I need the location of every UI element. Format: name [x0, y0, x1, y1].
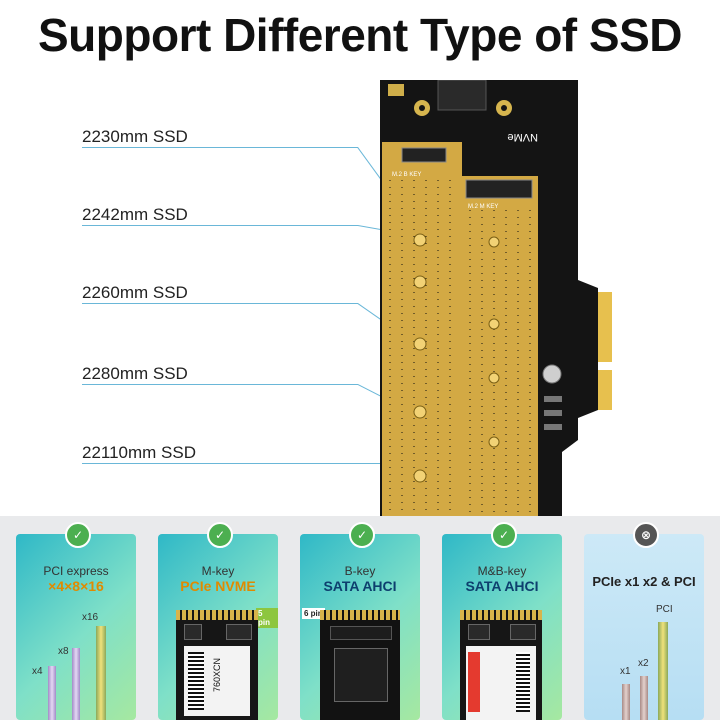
- size-label-22110: 22110mm SSD: [82, 443, 197, 462]
- pci-slot-x16: [96, 626, 106, 720]
- card-mb-key-line2: SATA AHCI: [465, 578, 539, 594]
- size-label-2242: 2242mm SSD: [82, 205, 188, 224]
- supported-check-icon: ✓: [207, 522, 233, 548]
- supported-check-icon: ✓: [65, 522, 91, 548]
- card-mb-key-line1: M&B-key: [477, 564, 527, 578]
- ssd-label-text: 760XCN: [212, 657, 222, 692]
- pcie-gold-fingers: [598, 292, 612, 410]
- card-m-key-line2: PCIe NVME: [180, 578, 256, 594]
- card-mb-key: M&B-key SATA AHCI: [442, 534, 562, 720]
- unsupported-x-icon: ⊗: [633, 522, 659, 548]
- slot-label-x16: x16: [82, 612, 99, 623]
- pci-slot: [658, 622, 668, 720]
- slot-label-x8: x8: [58, 646, 69, 657]
- mb-key-ssd-image: [460, 610, 542, 720]
- card-b-key: B-key SATA AHCI 6 pin: [300, 534, 420, 720]
- leader-line-2242: [82, 225, 358, 226]
- power-connector: [388, 84, 404, 96]
- leader-line-2260: [82, 303, 358, 304]
- card-b-key-line2: SATA AHCI: [323, 578, 397, 594]
- pci-slot-x4: [48, 666, 56, 720]
- nvme-ssd-image: 760XCN: [176, 610, 258, 720]
- slot-label-x1: x1: [620, 666, 631, 677]
- slot-label-x4: x4: [32, 666, 43, 677]
- leader-line-2280: [82, 384, 358, 385]
- card-pci-line1: PCI express: [43, 564, 109, 578]
- adapter-board-illustration: NVMe M.2 B KEY M.2 M KEY: [380, 80, 612, 520]
- card-pci-express: PCI express ×4×8×16 x4 x8 x16: [16, 534, 136, 720]
- b-key-slot-area: [382, 142, 462, 520]
- m-key-slot-area: [462, 176, 538, 520]
- pcie-slot-x2: [640, 676, 648, 720]
- pci-slot-x8: [72, 648, 80, 720]
- slot-label-pci: PCI: [656, 604, 673, 615]
- sata-connector: [437, 80, 487, 111]
- b-key-label: M.2 B KEY: [392, 172, 421, 178]
- card-m-key-line1: M-key: [201, 564, 235, 578]
- card-b-key-line1: B-key: [344, 564, 376, 578]
- size-label-2230: 2230mm SSD: [82, 127, 188, 146]
- size-label-2280: 2280mm SSD: [82, 364, 188, 383]
- card-pcie-x1-x2-pci: PCIe x1 x2 & PCI PCI x1 x2: [584, 534, 704, 720]
- m-key-label: M.2 M KEY: [468, 204, 498, 210]
- card-m-key: M-key PCIe NVME 5 pin 760XCN: [158, 534, 278, 720]
- page-title: Support Different Type of SSD: [38, 9, 683, 61]
- nvme-label: NVMe: [507, 131, 538, 143]
- supported-check-icon: ✓: [491, 522, 517, 548]
- five-pin-badge: 5 pin: [256, 608, 278, 628]
- card-pci-line2: ×4×8×16: [48, 578, 104, 594]
- leader-line-22110: [82, 463, 418, 464]
- slot-label-x2: x2: [638, 658, 649, 669]
- six-pin-badge: 6 pin: [302, 608, 325, 619]
- pcie-slot-x1: [622, 684, 630, 720]
- b-key-ssd-image: [320, 610, 400, 720]
- size-label-2260: 2260mm SSD: [82, 283, 188, 302]
- leader-line-2230: [82, 147, 358, 148]
- card-pcie-x1-line1: PCIe x1 x2 & PCI: [592, 574, 696, 589]
- supported-check-icon: ✓: [349, 522, 375, 548]
